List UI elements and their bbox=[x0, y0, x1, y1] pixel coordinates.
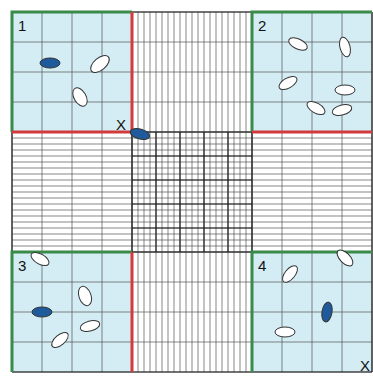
grid-line bbox=[12, 102, 132, 103]
x-mark: X bbox=[116, 117, 126, 132]
grid-line bbox=[12, 234, 372, 235]
grid-line bbox=[210, 12, 211, 372]
grid-line bbox=[12, 228, 372, 229]
grid-line bbox=[198, 12, 199, 372]
grid-line bbox=[228, 12, 229, 372]
grid-line bbox=[240, 12, 241, 372]
grid-line bbox=[12, 210, 372, 211]
grid-line bbox=[252, 132, 253, 252]
grid-line bbox=[12, 216, 372, 217]
grid-line bbox=[72, 252, 73, 372]
grid-line bbox=[12, 240, 372, 241]
grid-line bbox=[204, 12, 205, 372]
grid-line bbox=[12, 246, 372, 247]
count-borders bbox=[12, 12, 372, 372]
grid-line bbox=[216, 12, 217, 372]
grid-line bbox=[342, 252, 343, 372]
grid-line bbox=[12, 180, 372, 181]
grid-line bbox=[72, 12, 73, 132]
grid-line bbox=[12, 204, 372, 205]
grid-line bbox=[132, 203, 252, 204]
grid-line bbox=[132, 252, 252, 253]
counting-square: 4 bbox=[252, 252, 372, 372]
grid-line bbox=[234, 12, 235, 372]
grid-line bbox=[132, 227, 252, 228]
x-mark: X bbox=[360, 358, 370, 373]
square-number: 3 bbox=[17, 258, 27, 273]
grid-line bbox=[222, 12, 223, 372]
grid-line bbox=[227, 132, 228, 252]
grid-line bbox=[131, 132, 132, 252]
grid-line bbox=[312, 252, 313, 372]
grid-line bbox=[12, 192, 372, 193]
grid-line bbox=[203, 132, 204, 252]
counting-square: 1 bbox=[12, 12, 132, 132]
grid-line bbox=[252, 342, 372, 343]
corner-square-fill bbox=[12, 252, 132, 372]
grid-line bbox=[155, 132, 156, 252]
square-number: 1 bbox=[17, 18, 27, 33]
grid-line bbox=[102, 252, 103, 372]
square-number: 2 bbox=[257, 18, 267, 33]
corner-square-fill bbox=[252, 252, 372, 372]
grid-line bbox=[252, 132, 372, 133]
counting-square: 3 bbox=[12, 252, 132, 372]
corner-square-fill bbox=[12, 12, 132, 132]
grid-line bbox=[132, 131, 252, 132]
corner-square-fill bbox=[252, 12, 372, 132]
grid-line bbox=[156, 12, 157, 372]
grid-line bbox=[12, 198, 372, 199]
counting-square: 2 bbox=[252, 12, 372, 132]
grid-line bbox=[180, 12, 181, 372]
grid-line bbox=[371, 12, 372, 372]
grid-line bbox=[132, 155, 252, 156]
grid-line bbox=[12, 156, 372, 157]
cells bbox=[29, 35, 356, 350]
grid-line bbox=[132, 132, 133, 252]
grid-line bbox=[312, 12, 313, 132]
square-number: 4 bbox=[257, 258, 267, 273]
grid-line bbox=[246, 12, 247, 372]
grid-line bbox=[251, 132, 252, 252]
grid-line bbox=[12, 222, 372, 223]
grid-line bbox=[179, 132, 180, 252]
grid-line bbox=[132, 251, 252, 252]
grid-line bbox=[132, 132, 252, 133]
grid-line bbox=[132, 252, 133, 372]
grid-line bbox=[12, 371, 372, 372]
grid-line bbox=[102, 12, 103, 132]
grid-line bbox=[12, 342, 132, 343]
grid-line bbox=[132, 179, 252, 180]
